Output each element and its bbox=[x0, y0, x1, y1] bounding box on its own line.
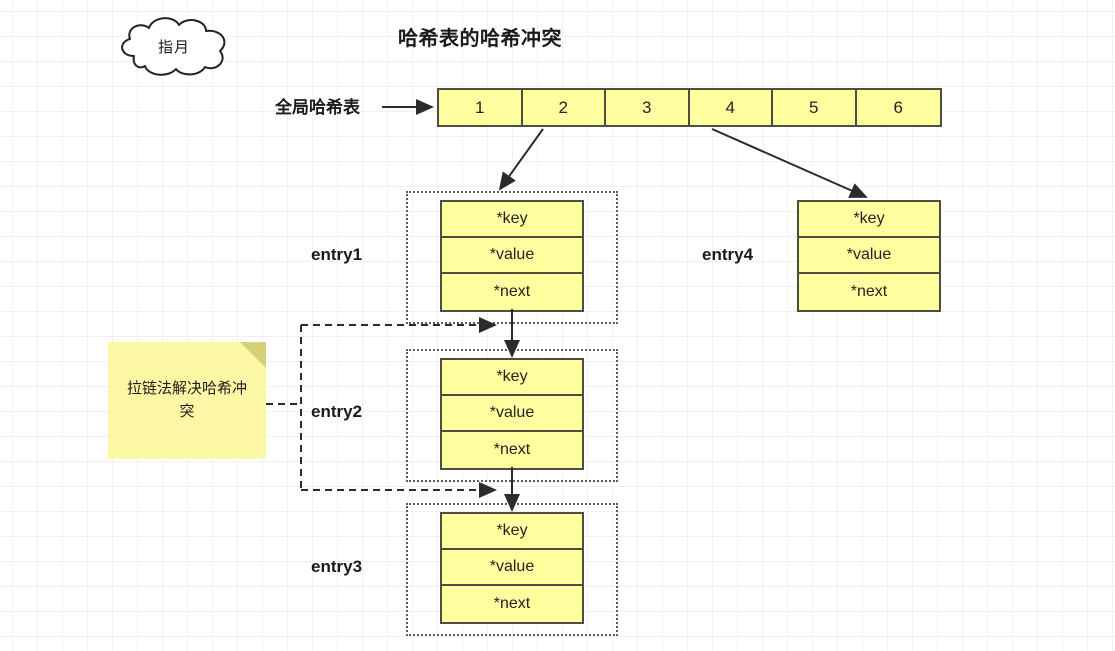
entry4-next: *next bbox=[799, 274, 939, 310]
sticky-note-text: 拉链法解决哈希冲突 bbox=[126, 381, 247, 420]
entry3-value: *value bbox=[442, 550, 582, 586]
hash-cell-1[interactable]: 1 bbox=[439, 90, 523, 125]
global-table-label: 全局哈希表 bbox=[275, 98, 360, 117]
connector-cell2-to-entry1 bbox=[498, 128, 544, 191]
entry3-node: *key *value *next bbox=[440, 512, 584, 624]
cloud-shape: 指月 bbox=[108, 12, 240, 80]
page-title: 哈希表的哈希冲突 bbox=[398, 28, 562, 50]
entry1-next: *next bbox=[442, 274, 582, 310]
entry4-label: entry4 bbox=[702, 245, 754, 264]
entry4-value: *value bbox=[799, 238, 939, 274]
sticky-note: 拉链法解决哈希冲突 bbox=[108, 342, 266, 459]
entry3-next: *next bbox=[442, 586, 582, 622]
entry1-key: *key bbox=[442, 202, 582, 238]
entry2-value: *value bbox=[442, 396, 582, 432]
entry2-node: *key *value *next bbox=[440, 358, 584, 470]
entry1-node: *key *value *next bbox=[440, 200, 584, 312]
hash-cell-5[interactable]: 5 bbox=[773, 90, 857, 125]
hash-cell-6[interactable]: 6 bbox=[856, 90, 940, 125]
connector-cell4-to-entry4 bbox=[711, 128, 868, 198]
global-hash-table: 1 2 3 4 5 6 bbox=[437, 88, 942, 127]
cloud-icon bbox=[121, 17, 226, 76]
hash-cell-3[interactable]: 3 bbox=[606, 90, 690, 125]
sticky-note-fold-icon bbox=[240, 342, 266, 368]
entry2-label: entry2 bbox=[311, 402, 363, 421]
entry3-key: *key bbox=[442, 514, 582, 550]
cloud-label: 指月 bbox=[157, 39, 190, 56]
entry2-key: *key bbox=[442, 360, 582, 396]
entry4-key: *key bbox=[799, 202, 939, 238]
hash-cell-4[interactable]: 4 bbox=[689, 90, 773, 125]
entry3-label: entry3 bbox=[311, 557, 363, 576]
entry4-node: *key *value *next bbox=[797, 200, 941, 312]
entry2-next: *next bbox=[442, 432, 582, 468]
entry1-value: *value bbox=[442, 238, 582, 274]
entry1-label: entry1 bbox=[311, 245, 363, 264]
hash-cell-2[interactable]: 2 bbox=[522, 90, 606, 125]
